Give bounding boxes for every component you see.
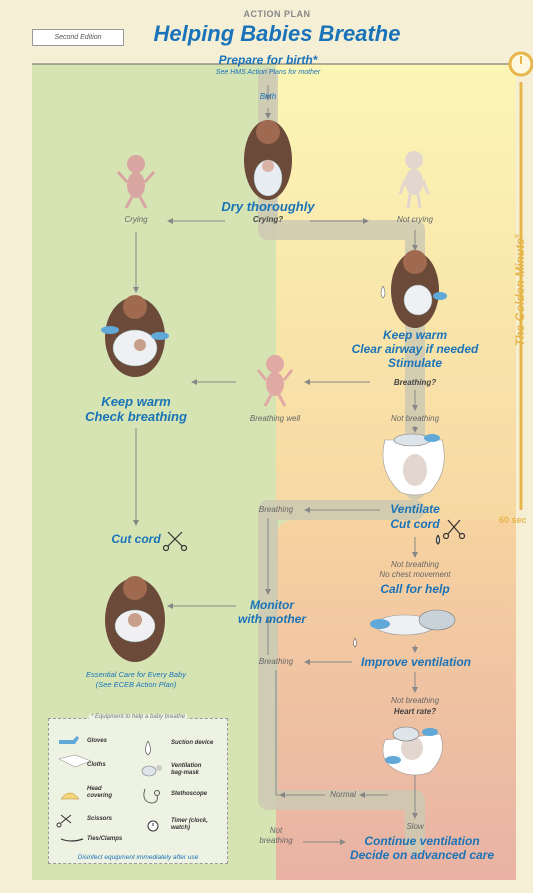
ties-clamps-icon [60, 838, 84, 842]
mother-baby-dry [244, 120, 292, 200]
cut-cord-label: Cut cord [111, 532, 161, 546]
not-breathing-label-4: Not breathing [259, 826, 293, 845]
keep-warm-check-breathing: Keep warm Check breathing [85, 394, 187, 424]
eceb-note: Essential Care for Every Baby (See ECEB … [85, 670, 187, 689]
crying-label: Crying [124, 215, 148, 224]
breathing-well-label: Breathing well [249, 414, 301, 423]
heart-rate-question: Heart rate? [393, 707, 437, 716]
baby-breathing-well-figure [256, 355, 294, 407]
gloves-icon [59, 736, 79, 744]
mother-monitor [105, 576, 165, 662]
scissors-cord-2 [435, 519, 466, 545]
legend-ties-clamps: Ties/Clamps [87, 836, 123, 842]
legend-icons [56, 736, 162, 842]
baby-crying-figure [116, 155, 156, 209]
page-title: Helping Babies Breathe [153, 21, 401, 46]
heart-rate-figure [382, 726, 443, 776]
call-for-help-label: Call for help [380, 582, 450, 596]
hms-note: See HMS Action Plans for mother [215, 69, 321, 76]
legend-title: * Equipment to help a baby breathe [88, 714, 188, 720]
legend-timer: Timer (clock, watch) [171, 818, 208, 831]
prepare-label: Prepare for birth* [218, 53, 318, 67]
baby-not-crying-figure [398, 151, 430, 209]
legend-stethoscope: Stethoscope [171, 791, 208, 797]
keep-warm-clear-airway: Keep warm Clear airway if needed Stimula… [351, 328, 479, 370]
bag-mask-icon [141, 765, 162, 777]
not-crying-label: Not crying [396, 215, 434, 224]
slow-label: Slow [406, 822, 424, 831]
legend-cloths: Cloths [87, 762, 106, 768]
suction-device-icon [145, 740, 151, 756]
normal-label: Normal [330, 790, 356, 799]
sixty-sec-label: 60 sec [499, 515, 527, 525]
bag-mask-figure [353, 609, 456, 648]
birth-label: Birth [259, 92, 277, 101]
timer-icon [147, 820, 159, 832]
legend-suction: Suction device [171, 740, 214, 746]
breathing-label-1: Breathing [258, 505, 294, 514]
breathing-question: Breathing? [393, 378, 437, 387]
ventilate-cut-cord: Ventilate Cut cord [390, 502, 440, 531]
crying-question: Crying? [252, 215, 284, 224]
legend-bag-mask: Ventilation bag-mask [171, 763, 202, 776]
mother-keep-warm-stimulate [380, 250, 447, 328]
flow-arrows [133, 85, 418, 845]
legend-scissors: Scissors [87, 816, 113, 822]
monitor-with-mother: Monitor with mother [238, 598, 306, 626]
scissors-icon [56, 814, 72, 828]
cloths-icon [58, 754, 92, 768]
edition-badge: Second Edition [32, 29, 124, 46]
golden-minute-label: The Golden Minute® [513, 233, 527, 347]
improve-ventilation-label: Improve ventilation [360, 655, 472, 669]
kicker: ACTION PLAN [243, 9, 311, 19]
equipment-legend: * Equipment to help a baby breathe Glove… [48, 714, 228, 864]
legend-gloves: Gloves [87, 738, 108, 744]
not-breathing-label-3: Not breathing [390, 696, 440, 705]
head-covering-icon [60, 792, 80, 800]
scissors-cord-1 [162, 531, 188, 552]
legend-footer: Disinfect equipment immediately after us… [75, 854, 201, 861]
breathing-label-2: Breathing [258, 657, 294, 666]
ventilate-baby-figure [382, 433, 445, 496]
dry-thoroughly-label: Dry thoroughly [221, 199, 315, 214]
not-breathing-label-1: Not breathing [390, 414, 440, 423]
mother-keep-warm-check [101, 295, 169, 377]
stethoscope-icon [143, 788, 160, 804]
not-breathing-no-chest: Not breathing No chest movement [379, 560, 451, 579]
continue-ventilation: Continue ventilation Decide on advanced … [349, 834, 495, 862]
legend-head-covering: Head covering [87, 786, 113, 799]
